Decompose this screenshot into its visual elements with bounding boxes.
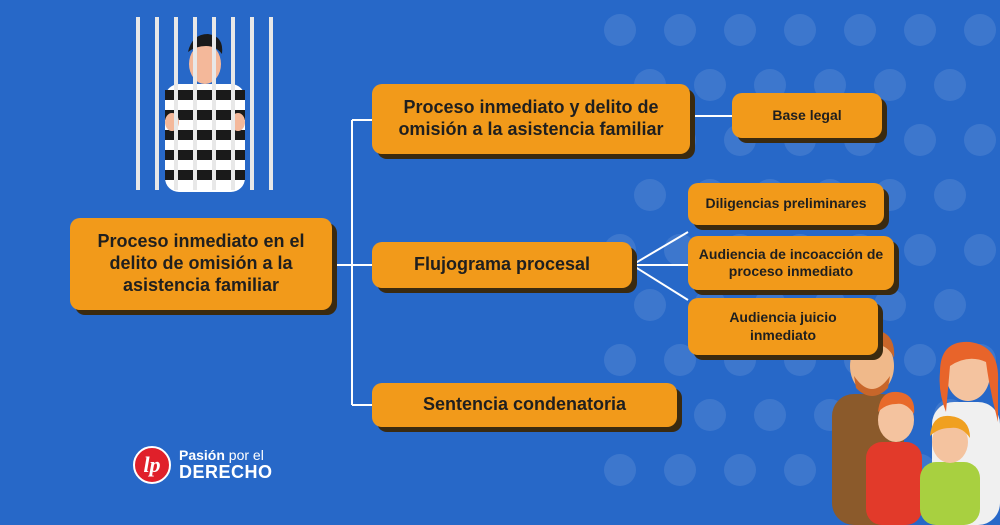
lp-logo-icon: lp [133, 446, 171, 484]
leaf-node-audiencia-juicio: Audiencia juicio inmediato [688, 298, 878, 355]
logo-line1-bold: Pasión [179, 447, 225, 464]
branch-label: Flujograma procesal [413, 254, 591, 275]
branch-label: Sentencia condenatoria [422, 394, 627, 415]
logo-line1-rest: por el [228, 447, 264, 464]
branch-label: Proceso inmediato y delito de omisión a … [398, 97, 664, 139]
root-node: Proceso inmediato en el delito de omisió… [70, 218, 332, 310]
leaf-label: Base legal [772, 106, 842, 123]
branch-node-flowchart: Flujograma procesal [372, 242, 632, 288]
logo-line1: Pasión por el [179, 448, 273, 463]
leaf-node-base-legal: Base legal [732, 93, 882, 138]
leaf-label: Diligencias preliminares [705, 195, 867, 212]
leaf-label: Audiencia juicio inmediato [729, 309, 837, 343]
leaf-node-audiencia-incoaccion: Audiencia de incoacción de proceso inmed… [688, 236, 894, 290]
brand-logo: lp Pasión por el DERECHO [133, 446, 273, 484]
root-node-label: Proceso inmediato en el delito de omisió… [97, 231, 305, 295]
branch-node-legal: Proceso inmediato y delito de omisión a … [372, 84, 690, 154]
prisoner-illustration [136, 17, 273, 192]
family-illustration [832, 330, 1000, 525]
logo-text: Pasión por el DERECHO [179, 448, 273, 482]
branch-node-sentence: Sentencia condenatoria [372, 383, 677, 427]
leaf-node-diligencias: Diligencias preliminares [688, 183, 884, 225]
logo-line2: DERECHO [179, 461, 273, 482]
leaf-label: Audiencia de incoacción de proceso inmed… [698, 245, 884, 279]
